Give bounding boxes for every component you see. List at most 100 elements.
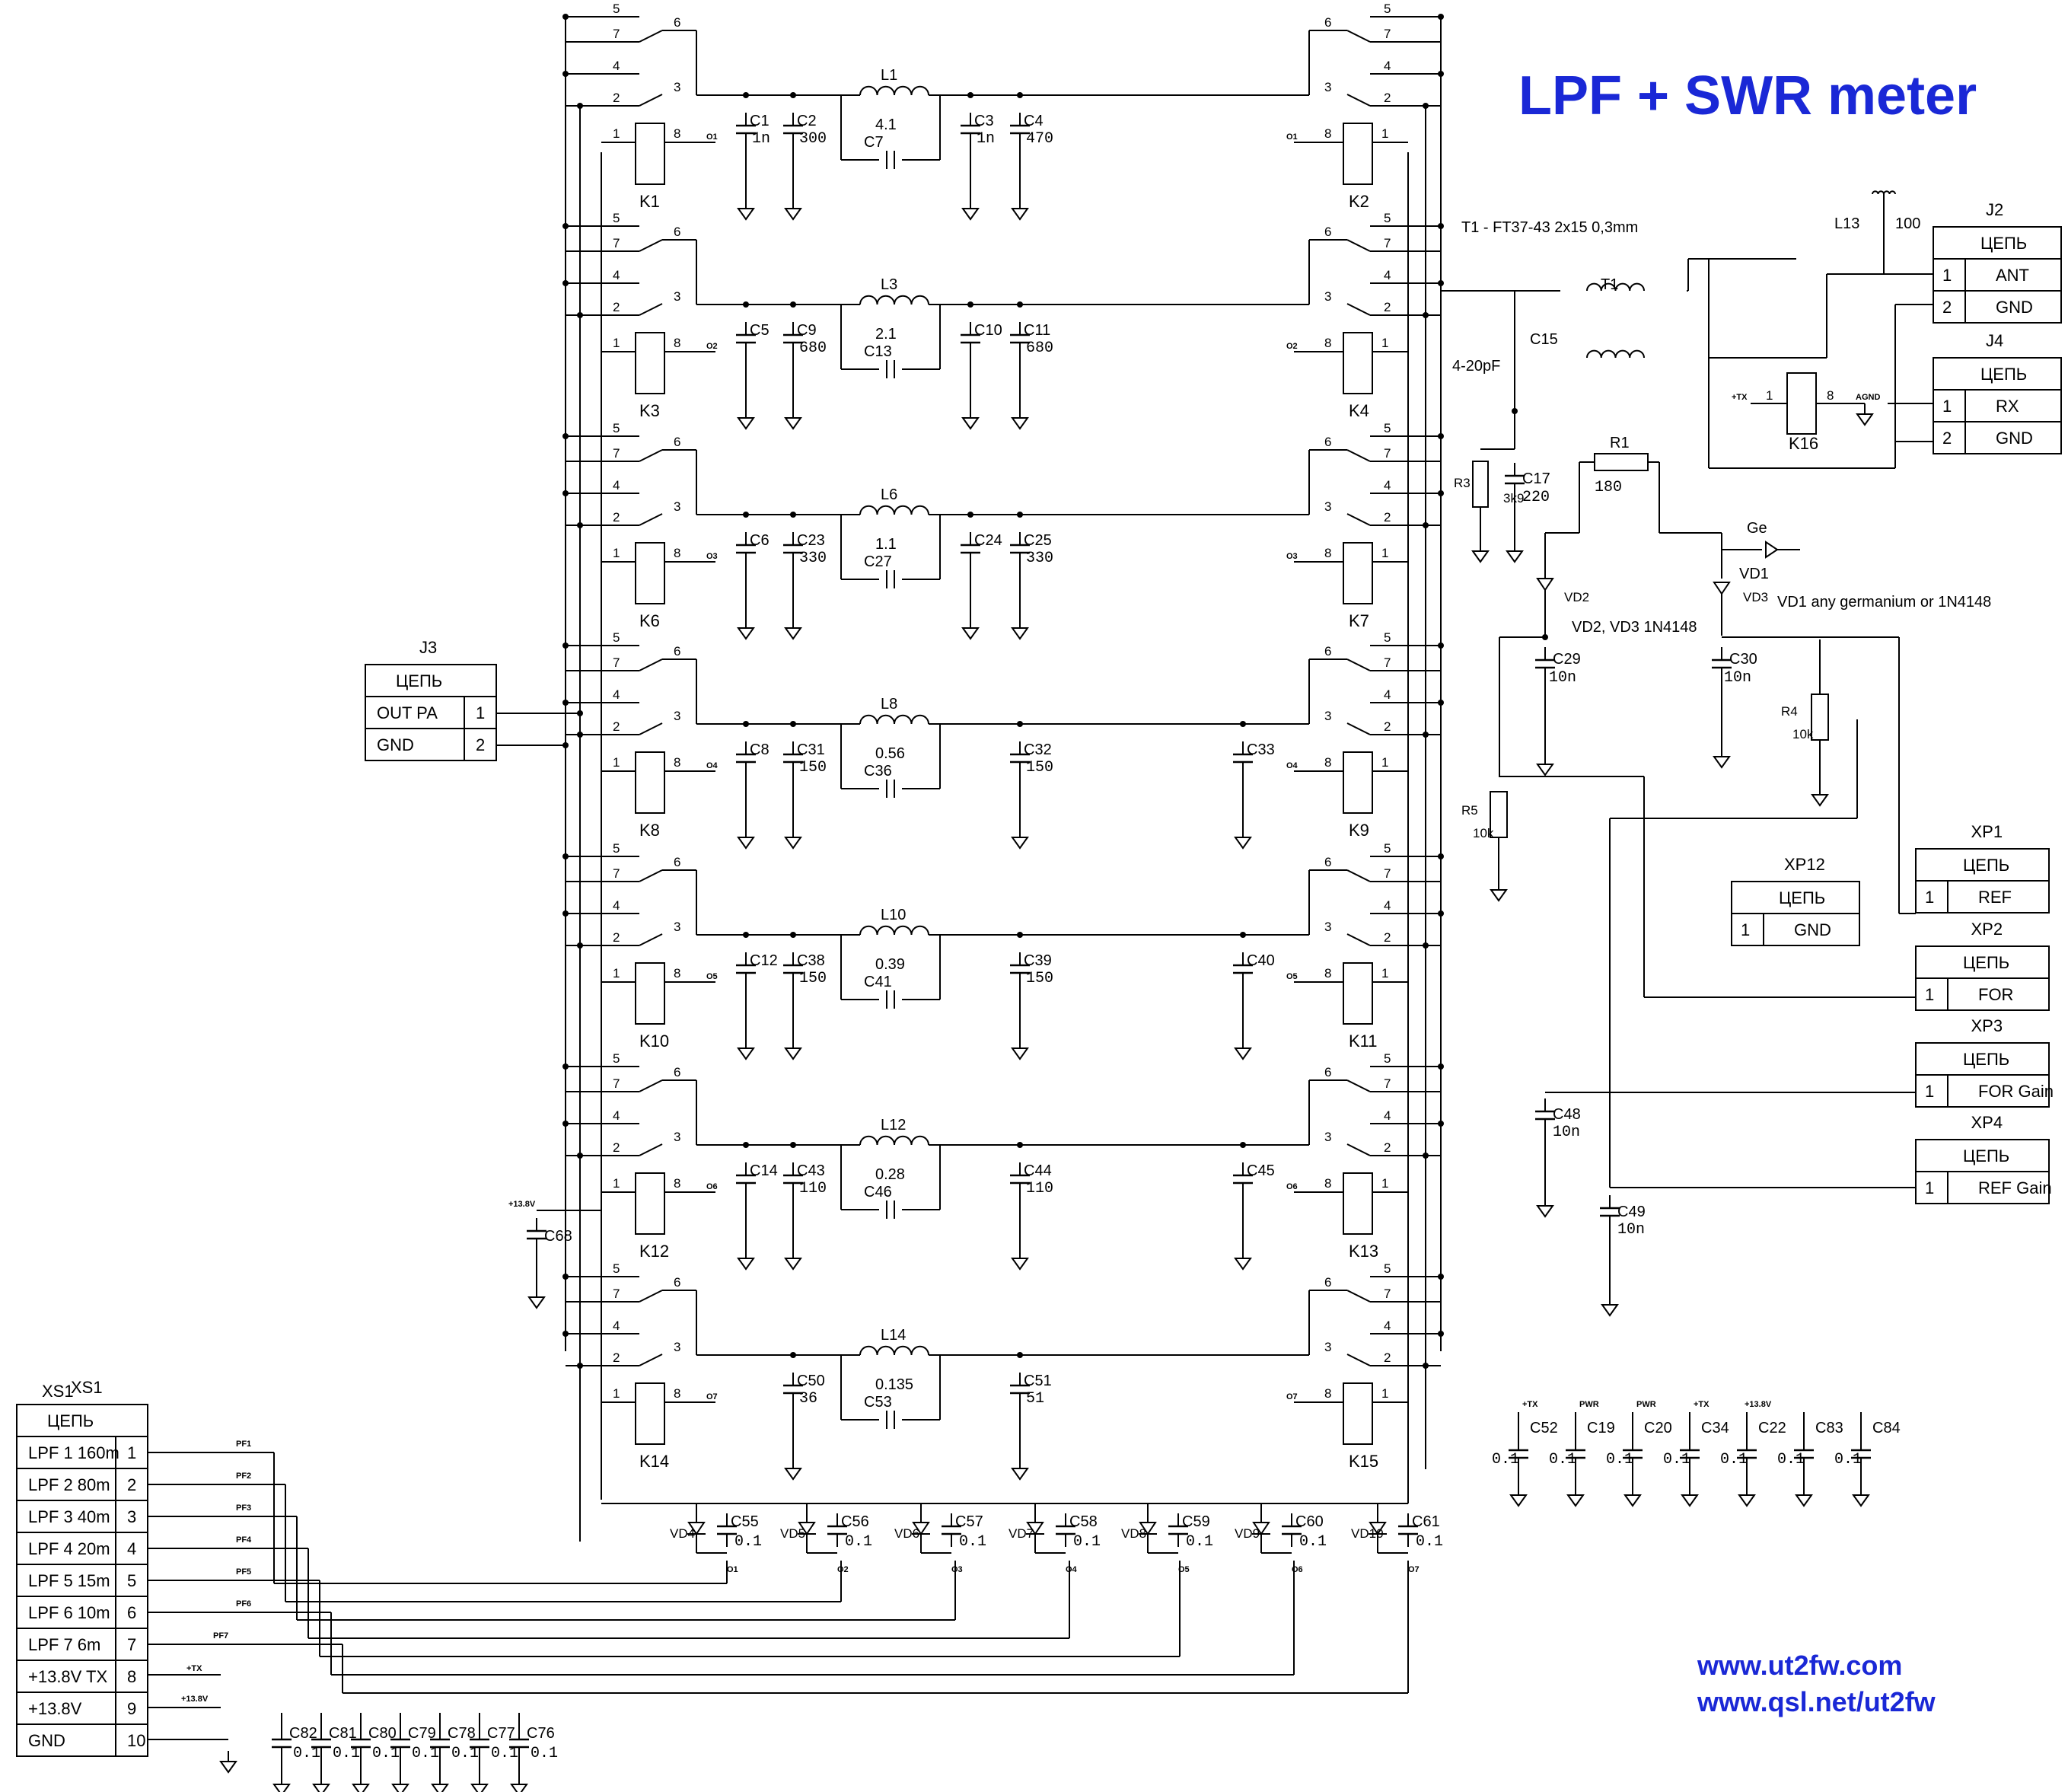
junction-dot <box>1438 280 1444 286</box>
ground-symbol <box>738 826 754 849</box>
inductor-coil <box>859 1135 929 1146</box>
capacitor-value: 680 <box>1026 340 1053 357</box>
junction-dot <box>562 643 569 649</box>
junction-dot <box>1438 853 1444 859</box>
relay-coil <box>1343 962 1373 1025</box>
relay-label: K7 <box>1349 611 1369 630</box>
drive-line-label: O1 <box>727 1565 738 1574</box>
pin-number: 7 <box>1384 1076 1391 1091</box>
pf-label: PF2 <box>236 1472 251 1481</box>
capacitor-value: 0.1 <box>372 1745 400 1762</box>
connector-cell: 4 <box>127 1539 136 1558</box>
pin-number: 8 <box>1324 1176 1331 1191</box>
junction-dot <box>1438 14 1444 20</box>
pin-number: 2 <box>613 300 620 314</box>
pin-number: 2 <box>613 510 620 525</box>
pin-number: 4 <box>613 59 620 73</box>
capacitor-label: C45 <box>1247 1162 1275 1179</box>
capacitor-value: 0.1 <box>1777 1451 1805 1468</box>
capacitor-value: 680 <box>799 340 827 357</box>
ground-symbol <box>1235 826 1251 849</box>
junction-dot <box>577 103 583 109</box>
resistor <box>1594 453 1649 471</box>
capacitor-label: C57 <box>955 1513 983 1530</box>
connector-cell: +13.8V <box>28 1699 82 1718</box>
capacitor-label: C53 <box>864 1394 892 1411</box>
pin-number: 1 <box>1381 1386 1388 1401</box>
pin-number: 2 <box>1384 91 1391 105</box>
capacitor-label: C36 <box>864 763 892 780</box>
website-link-qsl[interactable]: www.qsl.net/ut2fw <box>1697 1686 1936 1717</box>
inductor-label: L14 <box>881 1327 906 1344</box>
pin-number: 1 <box>1381 336 1388 350</box>
junction-dot <box>1423 942 1429 949</box>
capacitor-value: 110 <box>799 1180 827 1197</box>
inductor-coil <box>859 1345 929 1356</box>
capacitor-label: C5 <box>750 322 770 339</box>
drive-line-label: O6 <box>1286 1182 1298 1191</box>
drive-line-label: O6 <box>1292 1565 1303 1574</box>
capacitor-value: 0.1 <box>734 1533 762 1551</box>
capacitor-value: 0.1 <box>1720 1451 1748 1468</box>
capacitor-label: C46 <box>864 1184 892 1201</box>
connector-name: XP12 <box>1784 855 1825 874</box>
pin-number: 5 <box>1384 421 1391 435</box>
junction-dot <box>562 71 569 77</box>
switch-contact <box>639 658 663 671</box>
switch-contact <box>639 94 663 107</box>
ground-symbol <box>1235 1247 1251 1270</box>
rail-label: PWR <box>1636 1400 1656 1409</box>
switch-contact <box>1346 30 1371 43</box>
capacitor-value: 51 <box>1026 1390 1044 1408</box>
relay-coil <box>1343 332 1373 394</box>
capacitor-value: 0.1 <box>845 1533 872 1551</box>
pin-number: 6 <box>1324 855 1331 869</box>
relay-label: K16 <box>1789 434 1818 453</box>
capacitor-label: C12 <box>750 952 778 969</box>
junction-dot <box>577 942 583 949</box>
pin-number: 8 <box>674 546 680 560</box>
capacitor-label: C3 <box>974 113 994 129</box>
rail-label: +TX <box>1694 1400 1710 1409</box>
ground-symbol <box>962 407 979 429</box>
switch-contact <box>639 449 663 462</box>
capacitor-value: 0.1 <box>1299 1533 1327 1551</box>
switch-contact <box>1346 1079 1371 1092</box>
connector-name: XS1 <box>42 1382 74 1401</box>
junction-dot <box>1423 1153 1429 1159</box>
switch-contact <box>1346 869 1371 882</box>
junction-dot <box>562 490 569 496</box>
website-link[interactable]: www.ut2fw.com <box>1697 1650 1902 1681</box>
ground-symbol <box>1510 1484 1527 1507</box>
capacitor-label: C60 <box>1295 1513 1324 1530</box>
pin-number: 5 <box>1384 2 1391 16</box>
drive-line-label: O4 <box>1066 1565 1078 1574</box>
ground-symbol <box>1853 1484 1869 1507</box>
component-label: C68 <box>544 1228 572 1245</box>
drive-line-label: O3 <box>951 1565 963 1574</box>
connector-cell: 1 <box>476 703 485 722</box>
junction-dot <box>577 732 583 738</box>
capacitor-value: 150 <box>799 759 827 776</box>
capacitor-label: C10 <box>974 322 1002 339</box>
pin-number: 8 <box>1324 755 1331 770</box>
pin-number: 6 <box>1324 435 1331 449</box>
ground-symbol <box>471 1773 488 1792</box>
inductor-value: 1.1 <box>875 536 897 553</box>
junction-dot <box>562 1331 569 1337</box>
relay-label: K9 <box>1349 821 1369 840</box>
capacitor-label: C50 <box>797 1373 825 1389</box>
ground-symbol <box>738 1247 754 1270</box>
component-value: 10k <box>1473 826 1494 840</box>
switch-contact <box>1346 1143 1371 1156</box>
connector-header <box>1933 226 2062 260</box>
capacitor-label: C39 <box>1024 952 1052 969</box>
capacitor-label: C40 <box>1247 952 1275 969</box>
switch-contact <box>639 869 663 882</box>
capacitor-label: C43 <box>797 1162 825 1179</box>
ground-symbol <box>1567 1484 1584 1507</box>
capacitor-value: 0.1 <box>531 1745 558 1762</box>
component-label: C49 <box>1617 1204 1646 1220</box>
